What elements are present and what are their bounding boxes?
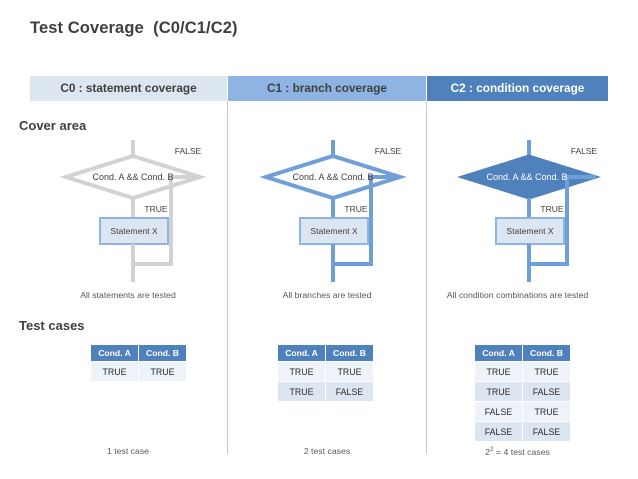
table-cell: FALSE	[474, 421, 523, 442]
false-label: FALSE	[375, 146, 402, 156]
row-label-cover-area: Cover area	[19, 118, 87, 133]
statement-box	[495, 217, 565, 245]
caption-base: 2	[485, 446, 490, 457]
table-col-header-1: Cond. B	[138, 344, 187, 362]
flow-caption-c0: All statements are tested	[80, 290, 176, 300]
true-label: TRUE	[344, 204, 367, 214]
table-cell: TRUE	[138, 361, 187, 382]
table-col-header-1: Cond. B	[522, 344, 571, 362]
table-cell: FALSE	[522, 421, 571, 442]
flow-caption-c2: All condition combinations are tested	[446, 290, 589, 300]
table-cell: TRUE	[277, 361, 326, 382]
table-col-header-1: Cond. B	[325, 344, 374, 362]
table-cell: FALSE	[474, 401, 523, 422]
statement-label: Statement X	[110, 226, 158, 236]
table-cell: FALSE	[325, 381, 374, 402]
decision-label: Cond. A && Cond. B	[292, 172, 373, 182]
false-branch-path	[529, 177, 569, 266]
table-col-header-0: Cond. A	[277, 344, 326, 362]
flowchart-c1: Cond. A && Cond. B FALSE TRUE Statement …	[228, 140, 428, 285]
table-cell: TRUE	[522, 401, 571, 422]
column-header-c2: C2 : condition coverage	[427, 76, 608, 101]
flowchart-c0: Cond. A && Cond. B FALSE TRUE Statement …	[28, 140, 228, 285]
false-branch-path	[133, 177, 173, 266]
caption-rest: = 4 test cases	[493, 446, 550, 457]
table-col-header-0: Cond. A	[474, 344, 523, 362]
table-cell: TRUE	[325, 361, 374, 382]
flow-caption-c1: All branches are tested	[282, 290, 372, 300]
decision-label: Cond. A && Cond. B	[486, 172, 567, 182]
flowchart-c2: Cond. A && Cond. B FALSE TRUE Statement …	[424, 140, 624, 285]
test-case-caption-c2: 22 = 4 test cases	[427, 446, 608, 457]
statement-label: Statement X	[310, 226, 358, 236]
column-divider-2	[426, 101, 427, 454]
table-cell: TRUE	[474, 361, 523, 382]
table-cell: TRUE	[90, 361, 139, 382]
false-branch-path	[333, 177, 373, 266]
column-header-c1: C1 : branch coverage	[228, 76, 426, 101]
caption-exponent: 2	[490, 446, 494, 453]
false-label: FALSE	[571, 146, 598, 156]
test-case-caption-c1: 2 test cases	[303, 446, 351, 456]
column-divider-1	[227, 101, 228, 454]
table-cell: TRUE	[474, 381, 523, 402]
column-header-c0: C0 : statement coverage	[30, 76, 227, 101]
row-label-test-cases: Test cases	[19, 318, 85, 333]
decision-label: Cond. A && Cond. B	[92, 172, 173, 182]
table-cell: FALSE	[522, 381, 571, 402]
true-label: TRUE	[144, 204, 167, 214]
table-col-header-0: Cond. A	[90, 344, 139, 362]
statement-label: Statement X	[506, 226, 554, 236]
test-case-caption-c0: 1 test case	[106, 446, 149, 456]
table-cell: TRUE	[522, 361, 571, 382]
true-label: TRUE	[540, 204, 563, 214]
false-label: FALSE	[175, 146, 202, 156]
table-cell: TRUE	[277, 381, 326, 402]
page-title: Test Coverage (C0/C1/C2)	[30, 19, 238, 37]
